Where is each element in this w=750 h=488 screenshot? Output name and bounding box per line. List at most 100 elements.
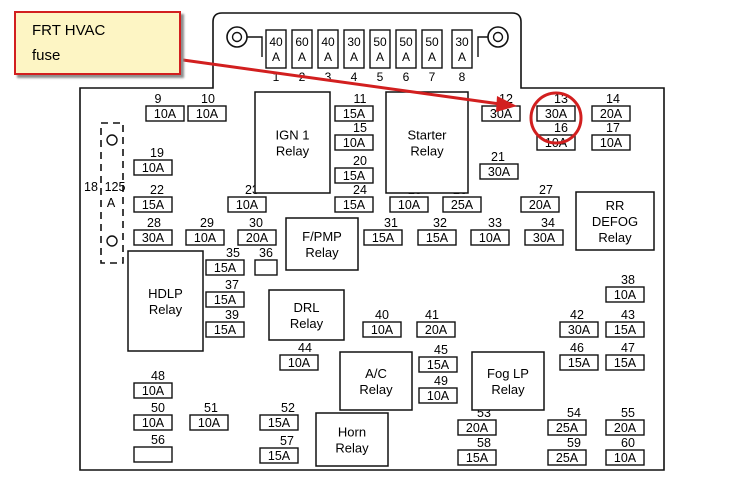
fuse-60-number: 60 [621,436,635,450]
maxi-fuse-1-amps: 40 [269,35,283,49]
ign1-relay-label-1: IGN 1 [276,128,310,143]
fuse-14 [591,105,631,122]
fuse-24-number: 24 [353,183,367,197]
fuse-39-number: 39 [225,308,239,322]
callout-arrow-line [182,58,501,106]
fuse-57 [259,447,299,464]
fuse-17 [591,134,631,151]
fuse-54-rating: 25A [556,421,579,435]
f-pmp-relay [285,217,359,271]
fuse-11 [334,105,374,122]
rr-defog-relay-label-2: DEFOG [592,214,638,229]
fuse-28-rating: 30A [142,231,165,245]
fuse-50-number: 50 [151,401,165,415]
fuse-31-number: 31 [384,216,398,230]
fuse-43 [605,321,645,338]
fuse-52-number: 52 [281,401,295,415]
fuse-45-rating: 15A [427,358,450,372]
maxi-fuse-6-unit: A [402,50,410,64]
fuse-28-number: 28 [147,216,161,230]
fuse-9-rating: 10A [154,107,177,121]
maxi-fuse-7-amps: 50 [425,35,439,49]
maxi-fuse-4-number: 4 [351,70,358,84]
fuse-50 [133,414,173,431]
fuse-37 [205,291,245,308]
fuse-49-number: 49 [434,374,448,388]
callout-title: FRT HVAC [32,22,106,39]
drl-relay [268,289,345,341]
fuse-44-rating: 10A [288,356,311,370]
fuse-52 [259,414,299,431]
maxi-fuse-7 [421,29,443,69]
fuse-40-number: 40 [375,308,389,322]
fuse-32 [417,229,457,246]
maxi-fuse-3-amps: 40 [321,35,335,49]
fuse-30 [237,229,277,246]
fuse-9 [145,105,185,122]
fuse-59-number: 59 [567,436,581,450]
fuse-20 [334,167,374,184]
fuse-40-rating: 10A [371,323,394,337]
maxi-fuse-3-unit: A [324,50,332,64]
fuse-38 [605,286,645,303]
maxi-fuse-3-number: 3 [325,70,332,84]
fuse-23-rating: 10A [236,198,259,212]
fuse-16-number: 16 [554,121,568,135]
fuse-42 [559,321,599,338]
ign1-relay-label-2: Relay [276,144,310,159]
fuse-34 [524,229,564,246]
f-pmp-relay-label-2: Relay [305,245,339,260]
fuse-34-number: 34 [541,216,555,230]
maxi-fuse-1-number: 1 [273,70,280,84]
maxi-fuse-4-unit: A [350,50,358,64]
maxi-fuse-3 [317,29,339,69]
fuse-51-number: 51 [204,401,218,415]
hdlp-relay [127,250,204,352]
fuse-13-rating: 30A [545,107,568,121]
fuse-31 [363,229,403,246]
callout-subtitle: fuse [32,47,61,64]
fuse-32-rating: 15A [426,231,449,245]
side-connector-outline [100,122,124,264]
maxi-fuse-8-number: 8 [459,70,466,84]
fuse-17-rating: 10A [600,136,623,150]
fuse-51 [189,414,229,431]
fuse-15 [334,134,374,151]
maxi-fuse-2-amps: 60 [295,35,309,49]
fuse-27 [520,196,560,213]
fuse-46-number: 46 [570,341,584,355]
fuse-54-number: 54 [567,406,581,420]
fog-lp-relay-label-1: Fog LP [487,366,529,381]
fuse-49-rating: 10A [427,389,450,403]
maxi-fuse-8-amps: 30 [455,35,469,49]
fuse-10-number: 10 [201,92,215,106]
maxi-fuse-6 [395,29,417,69]
maxi-fuse-7-number: 7 [429,70,436,84]
fuse-48-number: 48 [151,369,165,383]
fuse-39-rating: 15A [214,323,237,337]
fuse-21-number: 21 [491,150,505,164]
maxi-fuse-1 [265,29,287,69]
fuse-43-number: 43 [621,308,635,322]
fuse-57-rating: 15A [268,449,291,463]
fuse-44-number: 44 [298,341,312,355]
maxi-fuse-4 [343,29,365,69]
maxi-fuse-5-amps: 50 [373,35,387,49]
fuse-35 [205,259,245,276]
fuse-29-number: 29 [200,216,214,230]
fuse-24-rating: 15A [343,198,366,212]
fuse-53 [457,419,497,436]
fuse-12-rating: 30A [490,107,513,121]
fuse-20-rating: 15A [343,169,366,183]
fuse-55 [605,419,645,436]
fuse-51-rating: 10A [198,416,221,430]
fuse-55-number: 55 [621,406,635,420]
fuse-15-rating: 10A [343,136,366,150]
fuse-41 [416,321,456,338]
fuse-48-rating: 10A [142,384,165,398]
fuse-53-rating: 20A [466,421,489,435]
fuse-43-rating: 15A [614,323,637,337]
starter-relay-label-2: Relay [410,144,444,159]
fuse-27-rating: 20A [529,198,552,212]
fuse-47-number: 47 [621,341,635,355]
